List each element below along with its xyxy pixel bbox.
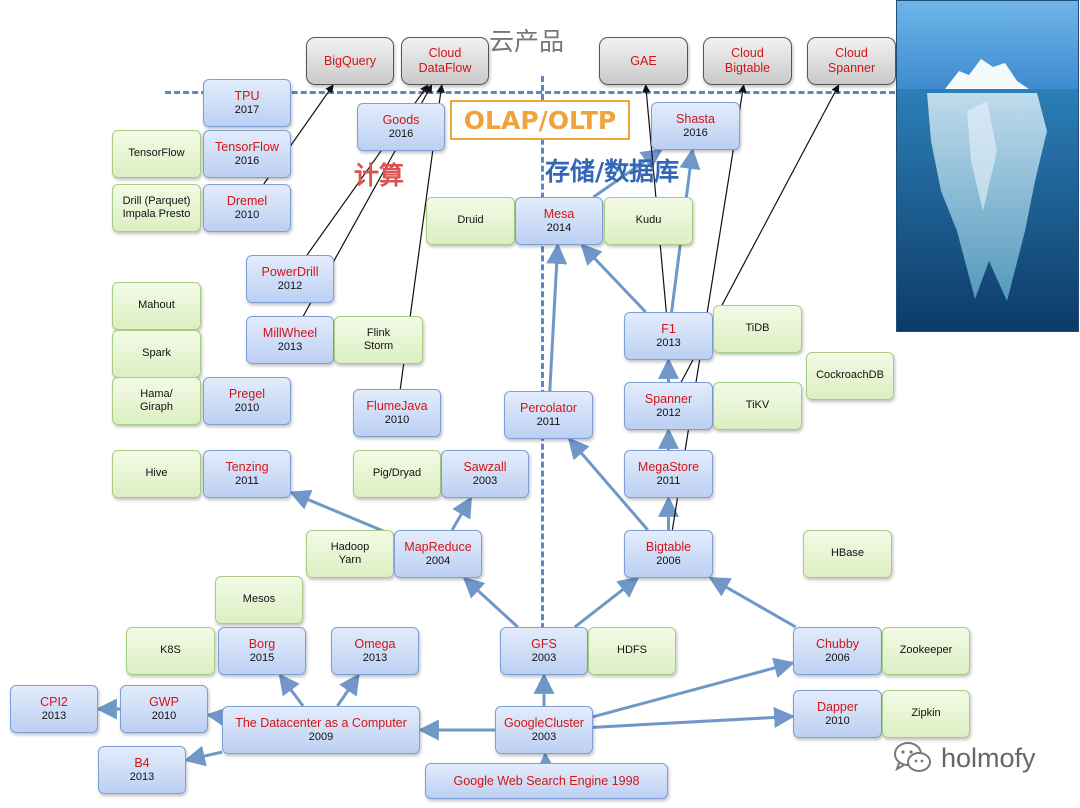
node-cockroachdb: CockroachDB xyxy=(806,352,894,400)
brand-name: holmofy xyxy=(941,742,1036,773)
node-tidb: TiDB xyxy=(713,305,802,353)
wechat-icon xyxy=(894,742,931,772)
edge-chubby-to-bigtable xyxy=(708,576,797,629)
node-cloud-spanner: Cloud Spanner xyxy=(807,37,896,85)
edge-gfs-to-bigtable xyxy=(573,576,640,629)
node-tensorflow-oss: TensorFlow xyxy=(112,130,201,178)
node-tikv: TiKV xyxy=(713,382,802,430)
edge-datacenter-to-gwp xyxy=(205,706,229,728)
node-hadoop-yarn: Hadoop Yarn xyxy=(306,530,394,578)
node-hive: Hive xyxy=(112,450,201,498)
node-bigquery: BigQuery xyxy=(306,37,394,85)
compute-label: 计算 xyxy=(354,161,405,190)
node-gae: GAE xyxy=(599,37,688,85)
node-mesos: Mesos xyxy=(215,576,303,624)
iceberg-image xyxy=(896,0,1079,332)
edge-googlecluster-to-dapper xyxy=(592,706,796,729)
edge-mapreduce-to-sawzall xyxy=(450,496,473,531)
edge-f1-to-mesa xyxy=(580,243,647,314)
node-google-web-search-engine: Google Web Search Engine 1998 xyxy=(425,763,668,799)
node-kudu: Kudu xyxy=(604,197,693,245)
iceberg-illustration xyxy=(897,1,1078,331)
edge-gfs-to-mapreduce xyxy=(462,576,519,629)
node-drill-impala-presto: Drill (Parquet) Impala Presto xyxy=(112,184,201,232)
node-pig-dryad: Pig/Dryad xyxy=(353,450,441,498)
edge-datacenter-to-b4 xyxy=(183,745,223,767)
node-zookeeper: Zookeeper xyxy=(882,627,970,675)
node-cloud-dataflow: Cloud DataFlow xyxy=(401,37,489,85)
brand-watermark: holmofy xyxy=(893,736,1036,780)
node-cloud-bigtable: Cloud Bigtable xyxy=(703,37,792,85)
node-zipkin: Zipkin xyxy=(882,690,970,738)
compute-storage-divider-line xyxy=(541,76,544,656)
node-flink-storm: Flink Storm xyxy=(334,316,423,364)
node-hdfs: HDFS xyxy=(588,627,676,675)
edge-percolator-to-mesa xyxy=(546,242,568,392)
node-druid: Druid xyxy=(426,197,515,245)
cloud-divider-line xyxy=(165,91,895,94)
node-mahout: Mahout xyxy=(112,282,201,330)
storage-database-label: 存储/数据库 xyxy=(545,157,680,186)
node-spark: Spark xyxy=(112,330,201,378)
edge-datacenter-to-borg xyxy=(278,673,305,707)
node-k8s: K8S xyxy=(126,627,215,675)
edge-datacenter-to-omega xyxy=(336,673,360,707)
cloud-products-label: 云产品 xyxy=(489,27,565,56)
node-hbase: HBase xyxy=(803,530,892,578)
node-hama-giraph: Hama/ Giraph xyxy=(112,377,201,425)
olap-oltp-label: OLAP/OLTP xyxy=(450,100,630,140)
